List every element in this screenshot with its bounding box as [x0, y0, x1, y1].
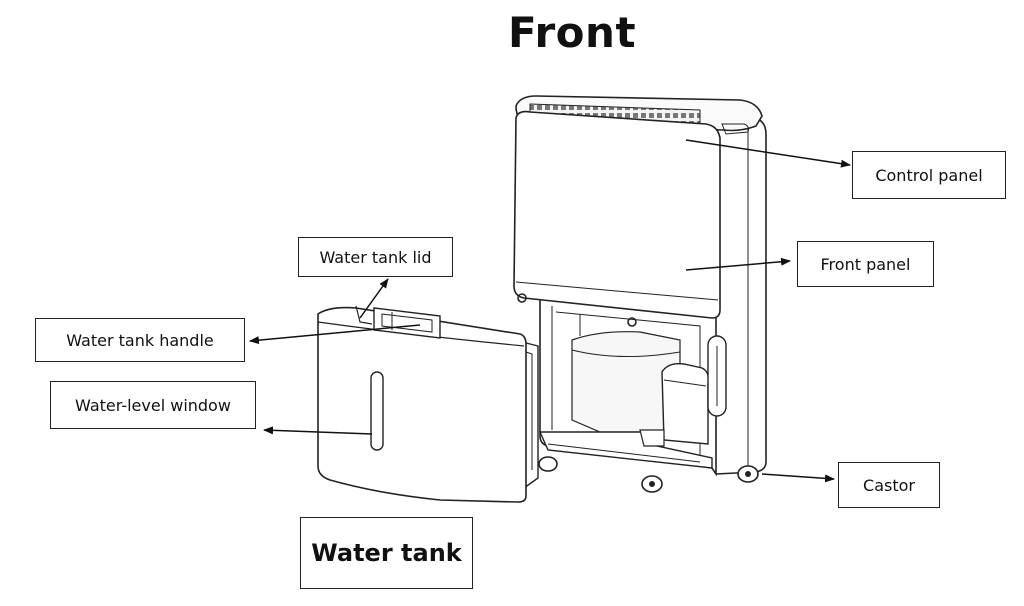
diagram-title: Front — [507, 8, 637, 57]
label-castor: Castor — [838, 462, 940, 508]
leader-lines — [249, 139, 851, 483]
arrow-control-panel — [685, 139, 851, 168]
label-front-panel: Front panel — [797, 241, 934, 287]
label-control-panel: Control panel — [852, 151, 1006, 199]
arrow-water-tank-handle — [249, 324, 421, 345]
label-water-level-window: Water-level window — [50, 381, 256, 429]
arrow-castor — [761, 473, 835, 483]
water-tank-illustration — [317, 305, 539, 503]
label-water-tank: Water tank — [300, 517, 473, 589]
dehumidifier-body — [513, 95, 767, 493]
arrow-front-panel — [685, 257, 791, 271]
arrow-water-level-window — [263, 426, 373, 435]
arrow-water-tank-lid — [359, 278, 389, 319]
label-water-tank-handle: Water tank handle — [35, 318, 245, 362]
label-water-tank-lid: Water tank lid — [298, 237, 453, 277]
